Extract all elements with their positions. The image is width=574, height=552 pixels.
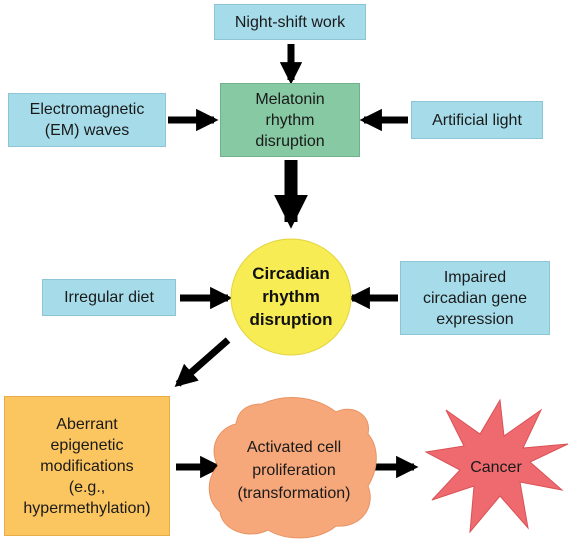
melatonin-label-line2: rhythm (265, 111, 315, 129)
cancer-label: Cancer (470, 459, 522, 476)
aberrant-label-line1: Aberrant (56, 415, 118, 433)
irregular-diet-label: Irregular diet (64, 289, 154, 306)
aberrant-label-line4: (e.g., (68, 478, 106, 496)
melatonin-box: Melatonin rhythm disruption (220, 83, 360, 157)
impaired-gene-label-line2: circadian gene (422, 289, 528, 307)
activated-label-line1: Activated cell (247, 439, 341, 456)
activated-label-line3: (transformation) (238, 485, 351, 502)
activated-cell-blob (208, 397, 377, 539)
impaired-gene-label-line3: expression (436, 310, 514, 328)
aberrant-box: Aberrant epigenetic modifications (e.g.,… (4, 396, 170, 536)
aberrant-label-line2: epigenetic (50, 436, 124, 454)
em-waves-label-line1: Electromagnetic (29, 101, 145, 118)
activated-label-line2: proliferation (252, 462, 336, 479)
circadian-label-line1: Circadian (252, 264, 329, 283)
circadian-circle (230, 238, 352, 356)
arrow-circadian-to-aberrant (174, 337, 231, 387)
night-shift-label: Night-shift work (234, 13, 346, 31)
impaired-gene-box: Impaired circadian gene expression (400, 261, 550, 335)
artificial-light-box: Artificial light (411, 101, 543, 139)
em-waves-box: Electromagnetic (EM) waves (8, 93, 166, 147)
em-waves-label-line2: (EM) waves (44, 122, 130, 139)
irregular-diet-box: Irregular diet (42, 279, 176, 316)
circadian-label-line2: rhythm (262, 287, 320, 306)
night-shift-box: Night-shift work (214, 4, 366, 40)
artificial-light-label: Artificial light (432, 111, 522, 129)
melatonin-label-line3: disruption (255, 132, 325, 150)
aberrant-label-line5: hypermethylation) (23, 499, 151, 517)
aberrant-label-line3: modifications (40, 457, 134, 475)
cancer-starburst (424, 398, 569, 534)
circadian-label-line3: disruption (249, 310, 332, 329)
melatonin-label-line1: Melatonin (255, 90, 325, 108)
impaired-gene-label-line1: Impaired (443, 268, 507, 286)
